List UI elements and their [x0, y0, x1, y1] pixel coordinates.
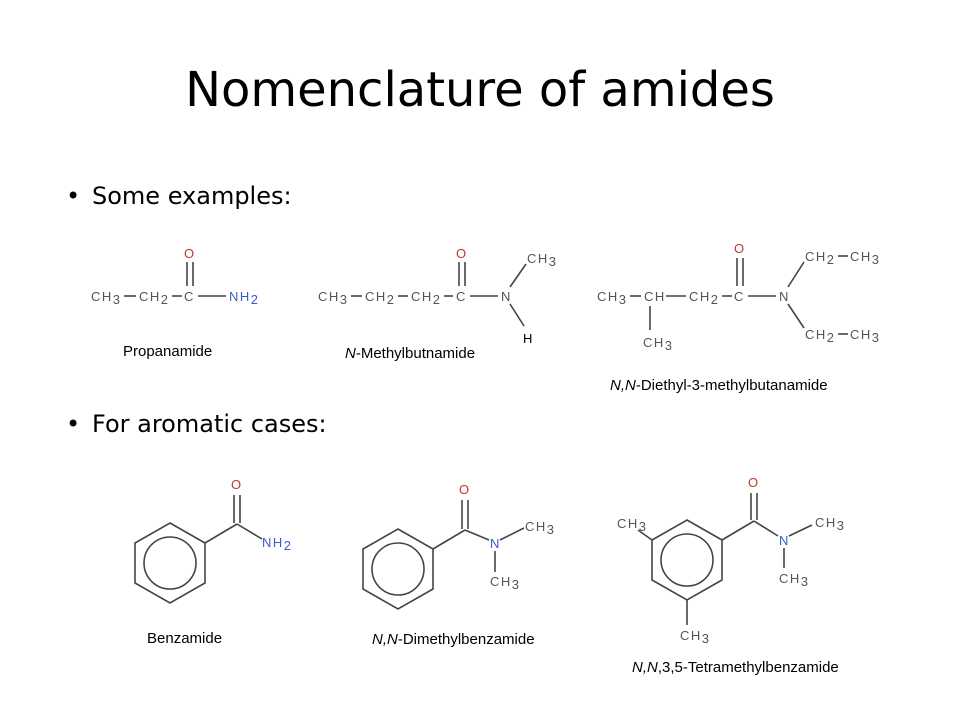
- benzamide-structure: O NH2 Benzamide: [134, 477, 293, 647]
- atom-h: H: [523, 331, 534, 346]
- bond: [788, 524, 813, 537]
- atom-ch2: CH2: [689, 289, 720, 307]
- n-methylbutnamide-name: N-Methylbutnamide: [345, 345, 475, 362]
- atom-nh2: NH2: [262, 535, 293, 553]
- atom-o: O: [184, 246, 196, 261]
- atom-ch3: CH3: [490, 574, 521, 592]
- bond: [236, 523, 263, 540]
- benzamide-name: Benzamide: [147, 630, 222, 647]
- aromatic-circle: [143, 536, 197, 590]
- atom-ch2: CH2: [805, 327, 836, 345]
- bond: [432, 529, 466, 550]
- atom-ch3: CH3: [527, 251, 558, 269]
- atom-nh2: NH2: [229, 289, 260, 307]
- atom-ch3: CH3: [779, 571, 810, 589]
- tetramethylbenzamide-structure: CH3 CH3 O N CH3 CH3 N,N,3,5-Tetramethylb…: [617, 475, 846, 676]
- bond: [204, 523, 238, 544]
- atom-c: C: [184, 289, 195, 304]
- atom-ch3: CH3: [91, 289, 122, 307]
- atom-o: O: [734, 241, 746, 256]
- bullet-text: For aromatic cases:: [92, 410, 327, 438]
- aromatic-circle: [371, 542, 425, 596]
- propanamide-name: Propanamide: [123, 343, 212, 360]
- atom-o: O: [456, 246, 468, 261]
- bond: [787, 261, 805, 288]
- atom-n: N: [490, 536, 501, 551]
- atom-c: C: [734, 289, 745, 304]
- atom-ch3: CH3: [525, 519, 556, 537]
- atom-o: O: [459, 482, 471, 497]
- tetramethylbenzamide-name: N,N,3,5-Tetramethylbenzamide: [632, 659, 839, 676]
- atom-n: N: [779, 533, 790, 548]
- atom-ch2: CH2: [411, 289, 442, 307]
- benzene-ring: [134, 522, 206, 604]
- aromatic-circle: [660, 533, 714, 587]
- atom-ch3: CH3: [815, 515, 846, 533]
- bond: [721, 520, 755, 541]
- atom-c: C: [456, 289, 467, 304]
- atom-o: O: [748, 475, 760, 490]
- bond: [509, 263, 527, 288]
- atom-o: O: [231, 477, 243, 492]
- atom-ch2: CH2: [139, 289, 170, 307]
- propanamide-structure: CH3 CH2 C O NH2 Propanamide: [91, 246, 260, 360]
- atom-ch3: CH3: [643, 335, 674, 353]
- atom-ch3: CH3: [318, 289, 349, 307]
- bullet-dot: •: [66, 410, 81, 438]
- atom-ch3: CH3: [597, 289, 628, 307]
- nn-dimethylbenzamide-structure: O N CH3 CH3 N,N-Dimethylbenzamide: [362, 482, 556, 648]
- bond: [499, 527, 525, 541]
- atom-ch3: CH3: [617, 516, 648, 534]
- atom-ch3: CH3: [850, 249, 881, 267]
- atom-ch2: CH2: [805, 249, 836, 267]
- bond: [637, 529, 653, 541]
- bullet-some-examples: • Some examples:: [66, 180, 292, 212]
- nn-diethyl-name: N,N-Diethyl-3-methylbutanamide: [610, 377, 828, 394]
- nn-diethyl-structure: CH3 CH CH3 CH2 C O N CH2 CH3 CH2 CH3 N,N…: [597, 241, 881, 394]
- bullet-text: Some examples:: [92, 182, 292, 210]
- atom-ch3: CH3: [680, 628, 711, 646]
- atom-ch: CH: [644, 289, 666, 304]
- slide-title: Nomenclature of amides: [185, 62, 775, 118]
- atom-n: N: [501, 289, 512, 304]
- bond: [753, 520, 779, 537]
- bullet-dot: •: [66, 182, 81, 210]
- bond: [464, 529, 490, 541]
- bullet-aromatic-cases: • For aromatic cases:: [66, 408, 327, 440]
- benzene-ring: [362, 528, 434, 610]
- n-methylbutnamide-structure: CH3 CH2 CH2 C O N CH3 H N-Methylbutnamid…: [318, 246, 558, 362]
- benzene-ring: [651, 519, 723, 601]
- bond: [509, 303, 525, 327]
- atom-ch2: CH2: [365, 289, 396, 307]
- atom-ch3: CH3: [850, 327, 881, 345]
- bond: [787, 303, 805, 329]
- nn-dimethylbenzamide-name: N,N-Dimethylbenzamide: [372, 631, 535, 648]
- atom-n: N: [779, 289, 790, 304]
